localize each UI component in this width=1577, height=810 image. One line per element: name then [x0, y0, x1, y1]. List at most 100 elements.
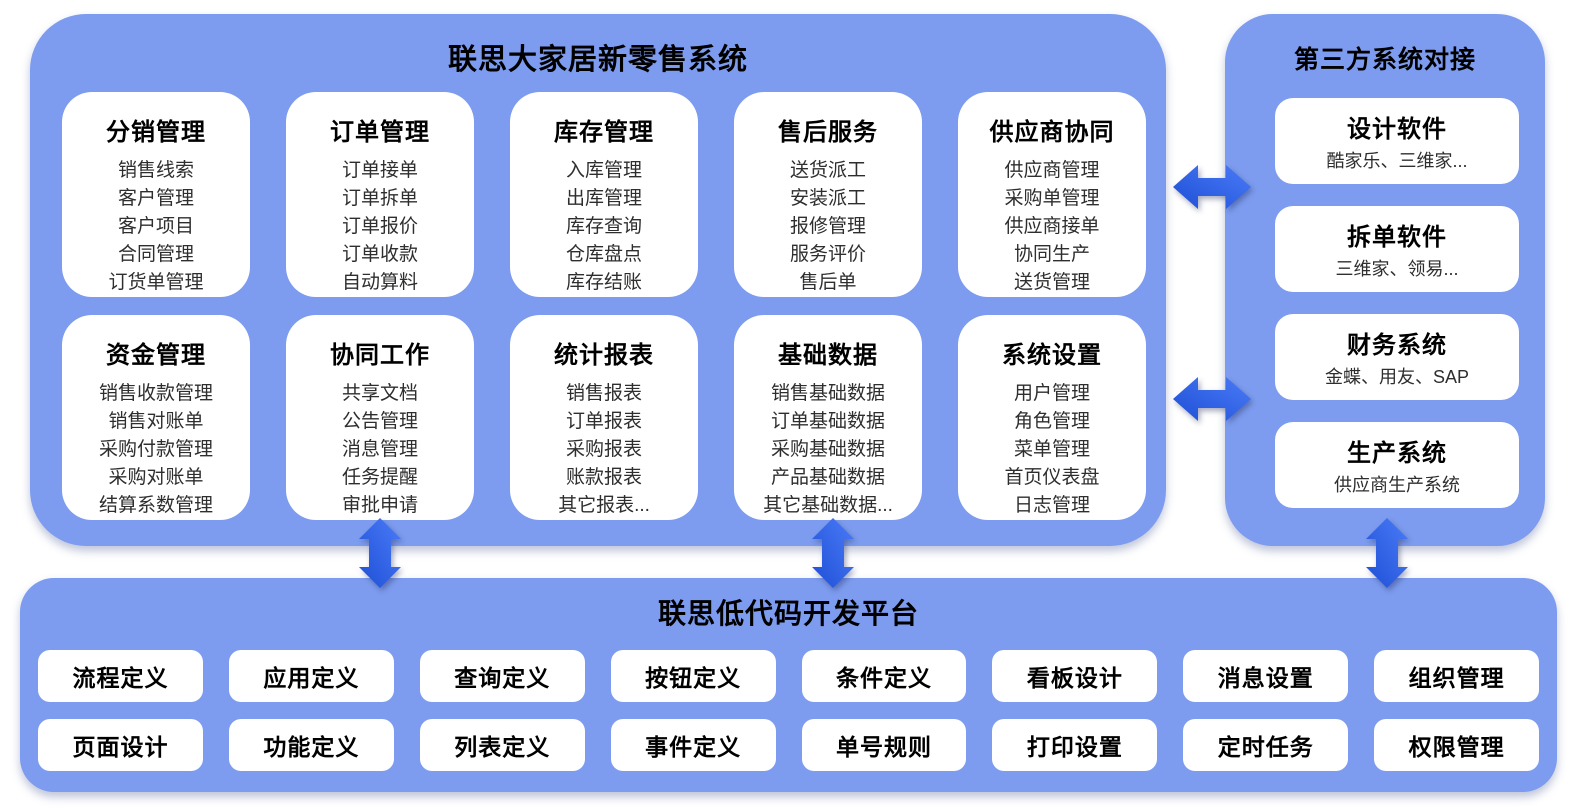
platform-card: 组织管理 — [1374, 650, 1539, 702]
module-item: 订单报价 — [341, 216, 418, 237]
main-system-title: 联思大家居新零售系统 — [447, 44, 748, 76]
module-item: 采购单管理 — [1004, 188, 1100, 209]
platform-card: 流程定义 — [38, 650, 203, 702]
platform-card: 查询定义 — [419, 650, 585, 702]
module-item: 协同生产 — [1013, 244, 1090, 265]
module-item: 产品基础数据 — [770, 467, 885, 488]
module-item: 销售收款管理 — [98, 383, 213, 404]
module-item: 日志管理 — [1013, 495, 1090, 516]
module-item: 菜单管理 — [1013, 439, 1090, 460]
module-item: 结算系数管理 — [98, 495, 213, 516]
platform-card: 事件定义 — [610, 719, 776, 771]
double-arrow-vertical-icon — [1366, 518, 1408, 588]
third-party-card: 设计软件 酷家乐、三维家... — [1275, 98, 1519, 184]
module-card: 分销管理 销售线索 客户管理 客户项目 合同管理 订货单管理 — [62, 92, 250, 297]
double-arrow-vertical-icon — [359, 518, 401, 588]
third-party-card: 生产系统 供应商生产系统 — [1275, 422, 1519, 508]
third-party-cards: 设计软件 酷家乐、三维家... 拆单软件 三维家、领易... 财务系统 金蝶、用… — [1225, 76, 1545, 508]
module-card: 库存管理 入库管理 出库管理 库存查询 仓库盘点 库存结账 — [510, 92, 698, 297]
module-title: 统计报表 — [554, 342, 654, 369]
third-party-card-subtitle: 金蝶、用友、SAP — [1324, 367, 1470, 387]
module-card: 供应商协同 供应商管理 采购单管理 供应商接单 协同生产 送货管理 — [958, 92, 1146, 297]
module-title: 基础数据 — [778, 342, 878, 369]
double-arrow-vertical-icon — [812, 518, 854, 588]
module-item: 供应商管理 — [1004, 160, 1100, 181]
platform-card: 页面设计 — [38, 719, 203, 771]
module-item: 合同管理 — [117, 244, 194, 265]
platform-card: 应用定义 — [228, 650, 394, 702]
platform-card: 打印设置 — [992, 719, 1158, 771]
module-item: 订单拆单 — [341, 188, 418, 209]
module-item: 仓库盘点 — [565, 244, 642, 265]
module-item: 订货单管理 — [108, 272, 204, 293]
module-item: 出库管理 — [565, 188, 642, 209]
module-item: 消息管理 — [341, 439, 418, 460]
platform-card: 列表定义 — [419, 719, 585, 771]
main-system-panel: 联思大家居新零售系统 分销管理 销售线索 客户管理 客户项目 合同管理 订货单管… — [30, 14, 1166, 546]
module-item: 审批申请 — [341, 495, 418, 516]
third-party-panel: 第三方系统对接 设计软件 酷家乐、三维家... 拆单软件 三维家、领易... 财… — [1225, 14, 1545, 546]
module-card: 基础数据 销售基础数据 订单基础数据 采购基础数据 产品基础数据 其它基础数据.… — [734, 315, 922, 520]
third-party-card: 财务系统 金蝶、用友、SAP — [1275, 314, 1519, 400]
third-party-title: 第三方系统对接 — [1293, 46, 1476, 74]
third-party-card-title: 设计软件 — [1347, 116, 1447, 143]
module-item: 采购付款管理 — [98, 439, 213, 460]
module-title: 协同工作 — [330, 342, 430, 369]
module-item: 订单报表 — [565, 411, 642, 432]
third-party-card-title: 拆单软件 — [1347, 224, 1447, 251]
module-card: 订单管理 订单接单 订单拆单 订单报价 订单收款 自动算料 — [286, 92, 474, 297]
module-card: 协同工作 共享文档 公告管理 消息管理 任务提醒 审批申请 — [286, 315, 474, 520]
platform-card: 定时任务 — [1183, 719, 1349, 771]
module-item: 客户项目 — [117, 216, 194, 237]
module-item: 入库管理 — [565, 160, 642, 181]
module-item: 用户管理 — [1013, 383, 1090, 404]
module-title: 分销管理 — [106, 119, 206, 146]
module-card: 系统设置 用户管理 角色管理 菜单管理 首页仪表盘 日志管理 — [958, 315, 1146, 520]
module-title: 资金管理 — [106, 342, 206, 369]
module-item: 采购基础数据 — [770, 439, 885, 460]
module-item: 销售基础数据 — [770, 383, 885, 404]
module-item: 库存结账 — [565, 272, 642, 293]
module-item: 客户管理 — [117, 188, 194, 209]
third-party-card-subtitle: 酷家乐、三维家... — [1326, 151, 1468, 171]
platform-grid: 流程定义 应用定义 查询定义 按钮定义 条件定义 看板设计 消息设置 组织管理 … — [20, 632, 1557, 771]
module-item: 售后单 — [799, 272, 857, 293]
module-item: 服务评价 — [789, 244, 866, 265]
module-item: 供应商接单 — [1004, 216, 1100, 237]
module-item: 安装派工 — [789, 188, 866, 209]
double-arrow-horizontal-icon — [1173, 377, 1251, 421]
module-title: 库存管理 — [554, 119, 654, 146]
third-party-card: 拆单软件 三维家、领易... — [1275, 206, 1519, 292]
module-item: 销售对账单 — [108, 411, 204, 432]
module-item: 库存查询 — [565, 216, 642, 237]
platform-panel: 联思低代码开发平台 流程定义 应用定义 查询定义 按钮定义 条件定义 看板设计 … — [20, 578, 1557, 792]
module-title: 订单管理 — [330, 119, 430, 146]
module-card: 资金管理 销售收款管理 销售对账单 采购付款管理 采购对账单 结算系数管理 — [62, 315, 250, 520]
module-item: 任务提醒 — [341, 467, 418, 488]
module-item: 采购报表 — [565, 439, 642, 460]
module-item: 订单接单 — [341, 160, 418, 181]
platform-card: 条件定义 — [801, 650, 967, 702]
module-item: 角色管理 — [1013, 411, 1090, 432]
platform-card: 按钮定义 — [610, 650, 776, 702]
platform-card: 权限管理 — [1374, 719, 1539, 771]
third-party-card-title: 财务系统 — [1347, 332, 1447, 359]
module-item: 其它报表... — [558, 495, 650, 516]
platform-card: 单号规则 — [801, 719, 967, 771]
module-item: 采购对账单 — [108, 467, 204, 488]
module-title: 售后服务 — [778, 119, 878, 146]
module-item: 报修管理 — [789, 216, 866, 237]
module-item: 送货派工 — [789, 160, 866, 181]
module-item: 订单收款 — [341, 244, 418, 265]
module-card: 统计报表 销售报表 订单报表 采购报表 账款报表 其它报表... — [510, 315, 698, 520]
module-title: 供应商协同 — [989, 119, 1115, 146]
module-item: 首页仪表盘 — [1004, 467, 1100, 488]
third-party-card-subtitle: 供应商生产系统 — [1334, 475, 1460, 495]
platform-card: 消息设置 — [1183, 650, 1349, 702]
module-item: 共享文档 — [341, 383, 418, 404]
module-item: 销售线索 — [117, 160, 194, 181]
module-card: 售后服务 送货派工 安装派工 报修管理 服务评价 售后单 — [734, 92, 922, 297]
module-title: 系统设置 — [1002, 342, 1102, 369]
third-party-card-subtitle: 三维家、领易... — [1335, 259, 1459, 279]
